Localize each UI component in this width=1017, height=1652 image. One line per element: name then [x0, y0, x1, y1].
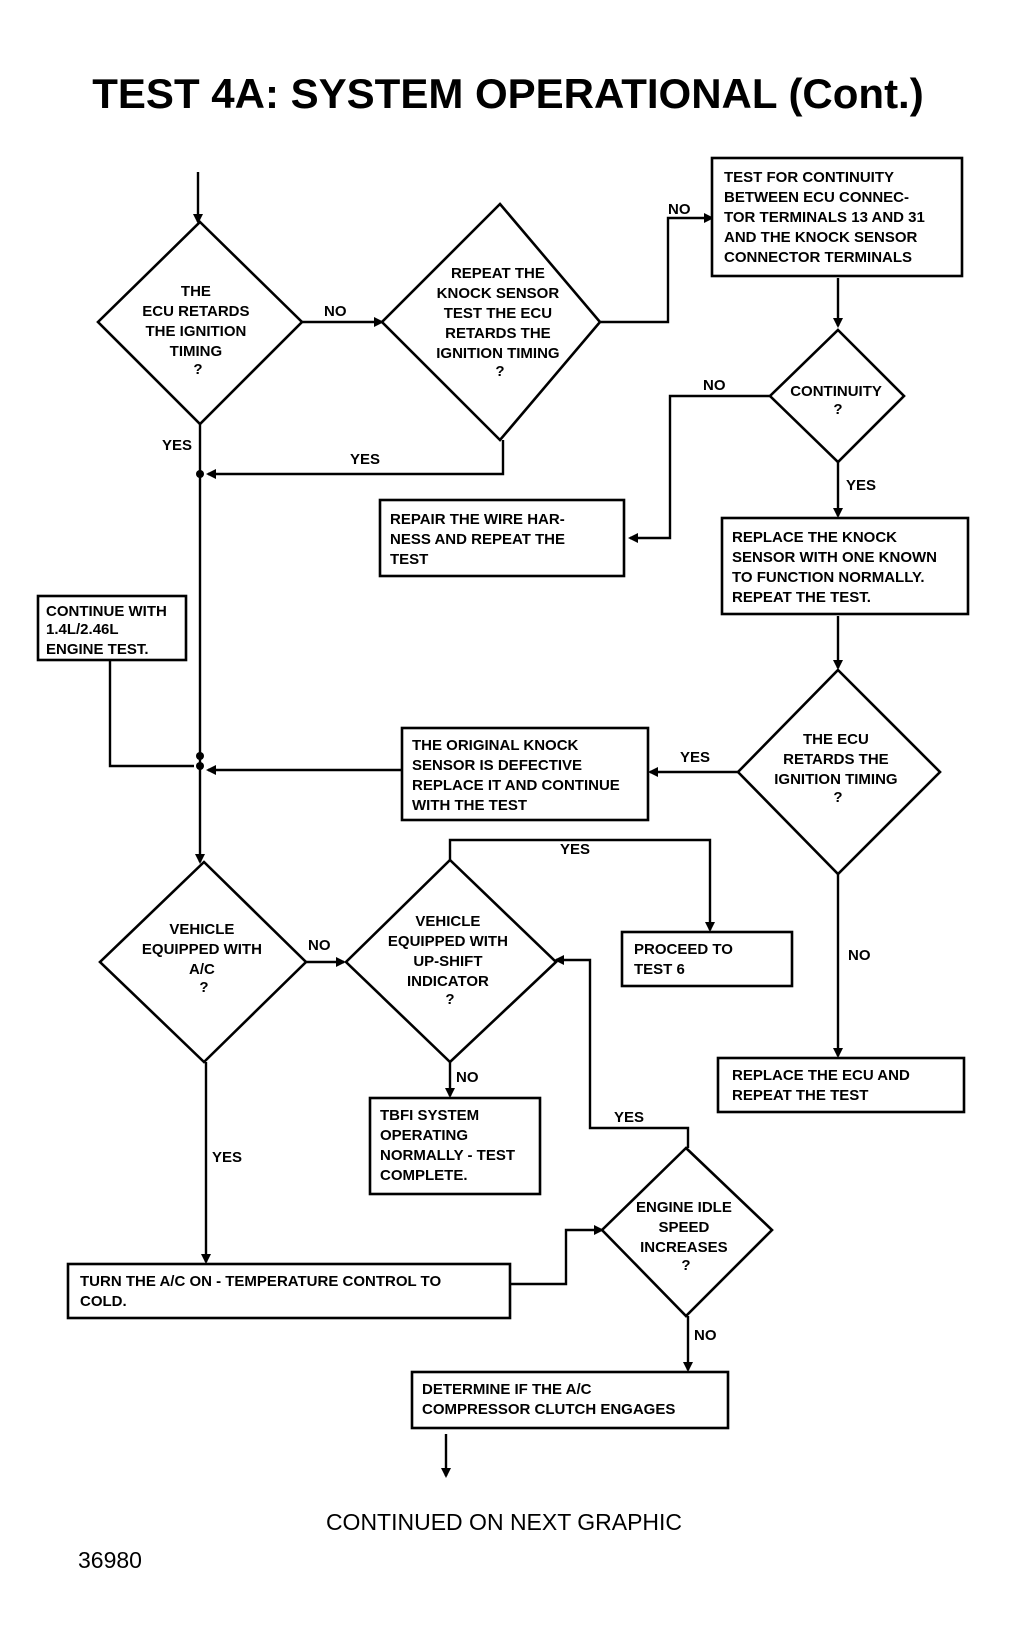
arrow-d2-yes: [206, 440, 505, 479]
label-no: NO: [848, 947, 871, 964]
box-replace-knock-text: REPLACE THE KNOCK SENSOR WITH ONE KNOWN …: [732, 529, 941, 606]
decision-ecu-retards-2-text: THE ECU RETARDS THE IGNITION TIMING ?: [774, 731, 902, 806]
box-tbfi-normal: TBFI SYSTEM OPERATING NORMALLY - TEST CO…: [368, 1096, 542, 1196]
box-original-defective: THE ORIGINAL KNOCK SENSOR IS DEFECTIVE R…: [400, 726, 650, 822]
label-no: NO: [668, 201, 691, 218]
figure-number: 36980: [78, 1547, 142, 1573]
label-yes: YES: [560, 841, 590, 858]
decision-ecu-retards-2: THE ECU RETARDS THE IGNITION TIMING ?: [736, 668, 942, 876]
label-yes: YES: [846, 477, 876, 494]
box-repair-harness-text: REPAIR THE WIRE HAR- NESS AND REPEAT THE…: [390, 511, 569, 568]
box-test-continuity: TEST FOR CONTINUITY BETWEEN ECU CONNEC- …: [710, 156, 964, 278]
label-yes: YES: [162, 437, 192, 454]
arrow-d2-no: [598, 213, 714, 324]
decision-vehicle-upshift-text: VEHICLE EQUIPPED WITH UP-SHIFT INDICATOR…: [388, 913, 512, 1008]
label-no: NO: [703, 377, 726, 394]
box-original-defective-text: THE ORIGINAL KNOCK SENSOR IS DEFECTIVE R…: [412, 737, 624, 814]
junction-dot-3: [196, 762, 204, 770]
box-turn-ac-on-text: TURN THE A/C ON - TEMPERATURE CONTROL TO…: [80, 1273, 445, 1310]
box-replace-ecu-text: REPLACE THE ECU AND REPEAT THE TEST: [732, 1067, 914, 1104]
arrow-continue-engine: [108, 660, 194, 768]
decision-vehicle-ac-text: VEHICLE EQUIPPED WITH A/C ?: [142, 921, 266, 996]
decision-ecu-retards-text: THE ECU RETARDS THE IGNITION TIMING ?: [142, 283, 253, 378]
box-proceed-test6-text: PROCEED TO TEST 6: [634, 941, 737, 978]
label-no: NO: [308, 937, 331, 954]
arrow-to-d7: [510, 1225, 604, 1286]
connectors: [108, 172, 843, 1478]
label-yes: YES: [614, 1109, 644, 1126]
arrow-d6-yes: [448, 838, 715, 932]
box-determine-clutch: DETERMINE IF THE A/C COMPRESSOR CLUTCH E…: [410, 1370, 730, 1430]
decision-vehicle-upshift: VEHICLE EQUIPPED WITH UP-SHIFT INDICATOR…: [344, 858, 558, 1064]
decision-ecu-retards: THE ECU RETARDS THE IGNITION TIMING ?: [96, 220, 304, 426]
box-tbfi-normal-text: TBFI SYSTEM OPERATING NORMALLY - TEST CO…: [380, 1107, 519, 1184]
label-yes: YES: [212, 1149, 242, 1166]
page-title: TEST 4A: SYSTEM OPERATIONAL (Cont.): [92, 70, 923, 117]
continued-note: CONTINUED ON NEXT GRAPHIC: [326, 1509, 682, 1535]
label-yes: YES: [350, 451, 380, 468]
decision-repeat-knock: REPEAT THE KNOCK SENSOR TEST THE ECU RET…: [380, 202, 602, 442]
box-turn-ac-on: TURN THE A/C ON - TEMPERATURE CONTROL TO…: [66, 1262, 512, 1320]
box-replace-knock: REPLACE THE KNOCK SENSOR WITH ONE KNOWN …: [720, 516, 970, 616]
junction-dot-2: [196, 752, 204, 760]
junction-dot: [196, 470, 204, 478]
box-proceed-test6: PROCEED TO TEST 6: [620, 930, 794, 988]
label-no: NO: [456, 1069, 479, 1086]
arrow-continuity-no: [628, 394, 770, 543]
label-no: NO: [324, 303, 347, 320]
decision-repeat-knock-text: REPEAT THE KNOCK SENSOR TEST THE ECU RET…: [436, 265, 564, 380]
box-replace-ecu: REPLACE THE ECU AND REPEAT THE TEST: [716, 1056, 966, 1114]
flow-labels: NO NO NO YES YES YES YES YES NO NO NO YE…: [162, 201, 876, 1344]
box-repair-harness: REPAIR THE WIRE HAR- NESS AND REPEAT THE…: [378, 498, 626, 578]
decision-idle-speed-text: ENGINE IDLE SPEED INCREASES ?: [636, 1199, 736, 1274]
box-determine-clutch-text: DETERMINE IF THE A/C COMPRESSOR CLUTCH E…: [422, 1381, 675, 1418]
decision-continuity: CONTINUITY ?: [768, 328, 906, 464]
label-yes: YES: [680, 749, 710, 766]
decision-vehicle-ac: VEHICLE EQUIPPED WITH A/C ?: [98, 860, 308, 1064]
decision-idle-speed: ENGINE IDLE SPEED INCREASES ?: [600, 1146, 774, 1318]
label-no: NO: [694, 1327, 717, 1344]
box-test-continuity-text: TEST FOR CONTINUITY BETWEEN ECU CONNEC- …: [724, 169, 929, 266]
box-continue-engine: CONTINUE WITH 1.4L/2.46L ENGINE TEST.: [36, 594, 188, 662]
box-continue-engine-text: CONTINUE WITH 1.4L/2.46L ENGINE TEST.: [46, 603, 171, 658]
arrow-d7-yes: [554, 955, 690, 1148]
decision-continuity-text: CONTINUITY ?: [790, 383, 886, 418]
